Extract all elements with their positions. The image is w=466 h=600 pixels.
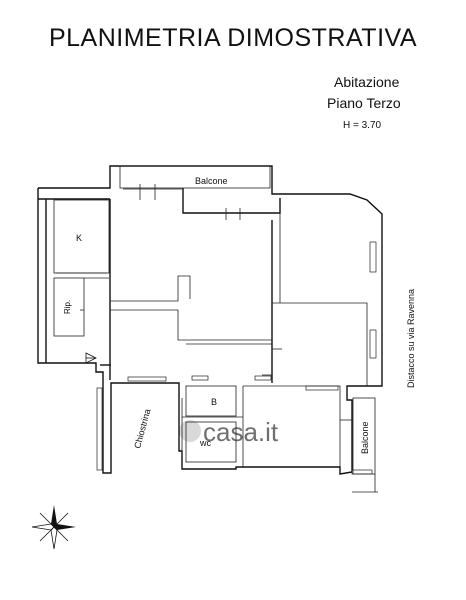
floor-level: Piano Terzo (327, 95, 401, 111)
ceiling-height: H = 3.70 (343, 120, 382, 131)
compass-rose-icon (31, 505, 76, 550)
page-title: PLANIMETRIA DIMOSTRATIVA (48, 24, 418, 52)
courtyard: Chiostrina (132, 408, 152, 450)
wc: wc (181, 386, 244, 467)
watermark-text: casa.it (203, 417, 279, 447)
street-distance-label: Distacco su via Ravenna (406, 289, 416, 388)
interior-walls (109, 199, 368, 386)
kitchen-label: K (76, 233, 82, 243)
storage-label: Rip. (63, 300, 72, 314)
wc-label: wc (199, 438, 211, 448)
property-type: Abitazione (334, 74, 400, 90)
kitchen: K (53, 199, 110, 274)
bathroom: B (182, 385, 243, 418)
bathroom-label: B (211, 397, 217, 407)
storage-room: Rip. (53, 277, 109, 337)
lower-right-room: Balcone (243, 385, 378, 493)
windows (96, 241, 377, 475)
watermark: casa.it (179, 417, 279, 447)
entrance-arrow-icon (85, 352, 97, 364)
courtyard-label: Chiostrina (132, 408, 152, 450)
balcone-right-label: Balcone (360, 421, 370, 454)
top-balcony: Balcone (119, 165, 281, 220)
balcone-top-label: Balcone (195, 176, 228, 186)
